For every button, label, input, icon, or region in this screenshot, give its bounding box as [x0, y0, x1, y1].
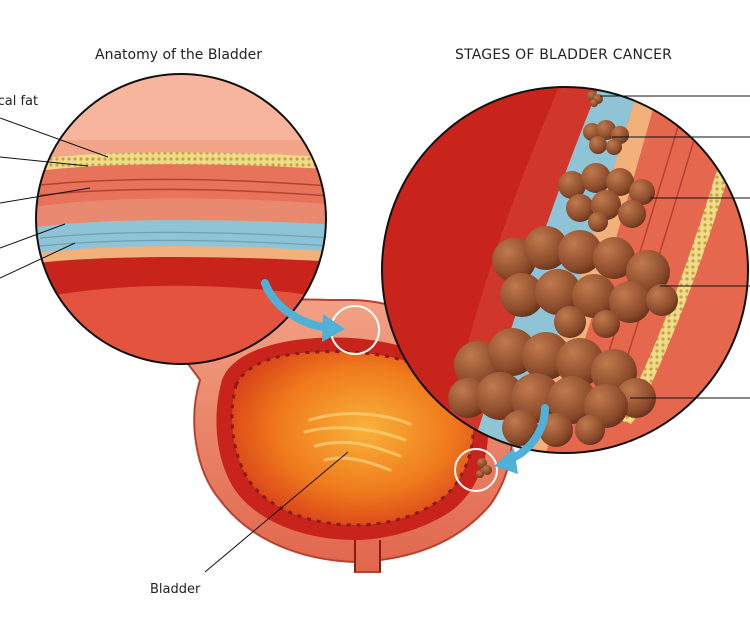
magnifier-circle-icon [454, 448, 498, 492]
small-tumor-on-wall [476, 458, 492, 478]
curved-arrow-icon [494, 404, 549, 474]
tumor-stage-3 [558, 163, 655, 232]
anatomy-zoom-circle [36, 74, 326, 364]
anatomy-title: Anatomy of the Bladder [95, 47, 263, 63]
curved-arrow-icon [261, 279, 345, 342]
tumor-stage-4 [492, 226, 678, 338]
bladder-label: Bladder [150, 582, 201, 597]
right-leader-lines [600, 95, 750, 399]
left-leader-lines [0, 117, 109, 279]
bladder-leader-line [204, 451, 349, 573]
perivesical-fat-label: ical fat [0, 94, 39, 109]
stages-title: STAGES OF BLADDER CANCER [455, 47, 673, 63]
tumor-stage-2 [583, 120, 629, 155]
